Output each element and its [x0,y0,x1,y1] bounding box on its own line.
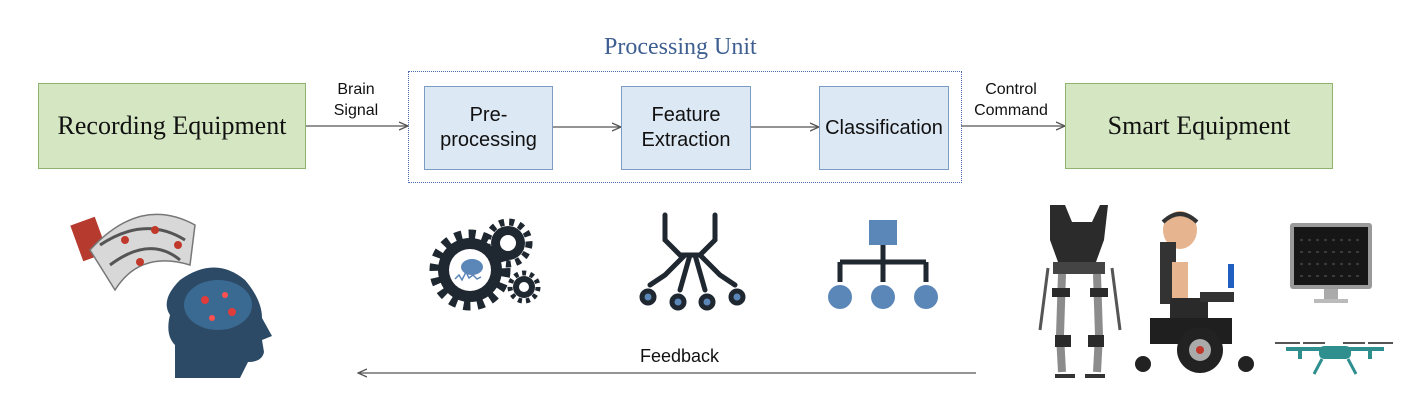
feature-extraction-label: Feature Extraction [641,104,731,151]
eeg-headset-icon [70,213,196,292]
hierarchy-icon [828,220,938,309]
funnel-network-icon [639,212,746,311]
gears-icon [429,218,541,311]
feedback-label: Feedback [640,346,720,366]
brain-head-icon [166,267,272,378]
processing-unit-title: Processing Unit [604,34,757,60]
processing-unit-frame [408,71,962,183]
preprocessing-label: Pre- processing [440,104,537,151]
recording-equipment-label: Recording Equipment [57,111,287,140]
recording-equipment-block: Recording Equipment [38,83,306,169]
classification-label: Classification [825,116,943,139]
classification-block: Classification [819,86,949,170]
brain-signal-label: Brain Signal [333,81,379,119]
monitor-icon [1290,223,1372,303]
feature-extraction-block: Feature Extraction [621,86,751,170]
preprocessing-block: Pre- processing [424,86,553,170]
exoskeleton-icon [1038,205,1122,378]
control-command-label: Control Command [974,81,1048,119]
wheelchair-icon [1135,211,1254,373]
drone-icon [1275,342,1393,375]
smart-equipment-label: Smart Equipment [1107,111,1291,140]
smart-equipment-block: Smart Equipment [1065,83,1333,169]
